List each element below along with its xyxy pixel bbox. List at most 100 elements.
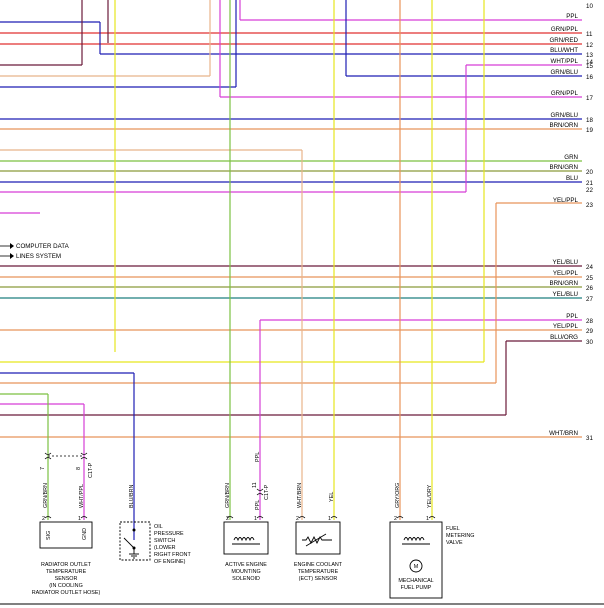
connector-mount-11 [256,488,264,496]
radiator-name-3: (IN COOLING [49,583,83,589]
oil-name-2: SWITCH [154,538,175,544]
right-label-num: 21 [586,180,593,187]
right-label-num: 11 [586,31,593,38]
fmv-pin-2: 2 [394,516,397,522]
label-blu-brn: BLU/BRN [129,485,135,508]
right-label-num: 28 [586,318,593,325]
fmv-pin-1: 1 [426,516,429,522]
ect-name-0: ENGINE COOLANT [294,562,343,568]
connector-rad-8 [80,452,88,460]
right-label-num: 15 [586,63,593,70]
label-yel-ory: YEL/ORY [427,484,433,508]
legend-arrow-head-2 [10,253,14,259]
ect-box [295,521,341,555]
mount-name-1: MOUNTING [231,569,260,575]
right-label-text: YEL/BLU [553,291,578,298]
connector-rad-pin-2 [44,516,52,519]
mount-name-0: ACTIVE ENGINE [225,562,267,568]
pump-name-1: FUEL PUMP [401,585,432,591]
radiator-name-0: RADIATOR OUTLET [41,562,92,568]
label-ppl-top: PPL [255,452,261,462]
right-label-num: 27 [586,296,593,303]
right-label-text: BLU [566,175,578,182]
fmv-name-2: VALVE [446,540,463,546]
pump-outer-box [389,521,443,599]
oil-name-5: OF ENGINE) [154,559,186,565]
right-label-text: BRN/GRN [549,280,578,287]
ect-name-1: TEMPERATURE [298,569,339,575]
label-ppl-low: PPL [255,500,261,510]
label-gry-org: GRY/ORG [395,483,401,508]
fmv-coil-icon [403,537,425,542]
right-label-num: 30 [586,339,593,346]
right-label-text: GRN/RED [549,37,578,44]
ect-sensor: 2 1 ENGINE COOLANT TEMPERATURE (ECT) SEN… [294,516,343,582]
motor-icon [409,559,423,573]
oil-name-4: RIGHT FRONT [154,552,191,558]
label-yel: YEL [329,492,335,502]
radiator-name-4: RADIATOR OUTLET HOSE) [32,590,101,596]
fmv-name-0: FUEL [446,526,460,532]
pump-name-0: MECHANICAL [398,578,433,584]
radiator-gnd: GND [82,528,88,540]
right-label-text: WHT/BRN [549,430,578,437]
radiator-pin-1: 1 [78,516,81,522]
connector-ect-pin-1 [330,516,338,519]
engine-mount-solenoid: 2 1 ACTIVE ENGINE MOUNTING SOLENOID [223,516,269,582]
radiator-sensor: 2 1 SIG GND RADIATOR OUTLET TEMPERATURE … [32,516,101,596]
right-label-text: YEL/PPL [553,197,579,204]
radiator-name-2: SENSOR [55,576,78,582]
connector-fmv-pin-1 [428,516,436,519]
mount-pin-1: 1 [254,516,257,522]
oil-name-3: (LOWER [154,545,176,551]
right-label-text: GRN/PPL [551,26,579,33]
right-label-text: BRN/ORN [549,122,578,129]
radiator-name-1: TEMPERATURE [46,569,87,575]
right-label-text: GRN/BLU [550,112,578,119]
connectors [44,452,436,519]
oil-name-0: OIL [154,524,163,530]
right-label-num: 16 [586,74,593,81]
label-grn-brn-1: GRN/BRN [43,483,49,508]
connector-mount-pin-1 [256,516,264,519]
fuel-pump-assembly: 2 1 M FUEL METERING VALVE MECHANICAL FUE… [389,516,474,599]
right-label-num: 19 [586,127,593,134]
right-label-num: 25 [586,275,593,282]
right-label-text: YEL/PPL [553,323,579,330]
right-label-text: PPL [566,13,578,20]
right-label-num: 10 [586,3,593,10]
legend-line-2: LINES SYSTEM [16,253,61,260]
oil-pressure-switch: OIL PRESSURE SWITCH (LOWER RIGHT FRONT O… [119,521,191,565]
connector-rad-7 [44,452,52,460]
legend-line-1: COMPUTER DATA [16,243,70,250]
thermistor-arrow [305,533,327,547]
wire-labels: 7 GRN/BRN 8 WHT/PPL C1T-P BLU/BRN GRN/BR… [40,452,433,510]
label-wht-brn: WHT/BRN [297,483,303,508]
label-pin-11: 11 [252,482,258,488]
label-wht-ppl: WHT/PPL [79,484,85,508]
right-label-num: 13 [586,52,593,59]
right-label-num: 29 [586,328,593,335]
mount-box [223,521,269,555]
oil-switch-box [119,521,151,561]
right-label-text: BLU/WHT [550,47,578,54]
ect-pin-2: 2 [296,516,299,522]
mount-pin-2: 2 [226,516,229,522]
right-label-text: YEL/BLU [553,259,578,266]
right-label-num: 31 [586,435,593,442]
label-grn-brn-2: GRN/BRN [225,483,231,508]
label-c1t-p: C1T-P [88,462,94,478]
connector-ect-pin-2 [298,516,306,519]
fmv-name-1: METERING [446,533,474,539]
label-pin-7: 7 [40,467,46,470]
right-label-num: 12 [586,42,593,49]
radiator-pin-2: 2 [42,516,45,522]
right-label-text: BLU/ORG [550,334,578,341]
connector-mount-pin-2 [226,516,234,519]
right-label-text: WHT/PPL [550,58,578,65]
thermistor-icon [302,535,332,545]
right-label-num: 18 [586,117,593,124]
oil-switch-contact-top [132,528,136,532]
right-label-text: GRN/BLU [550,69,578,76]
